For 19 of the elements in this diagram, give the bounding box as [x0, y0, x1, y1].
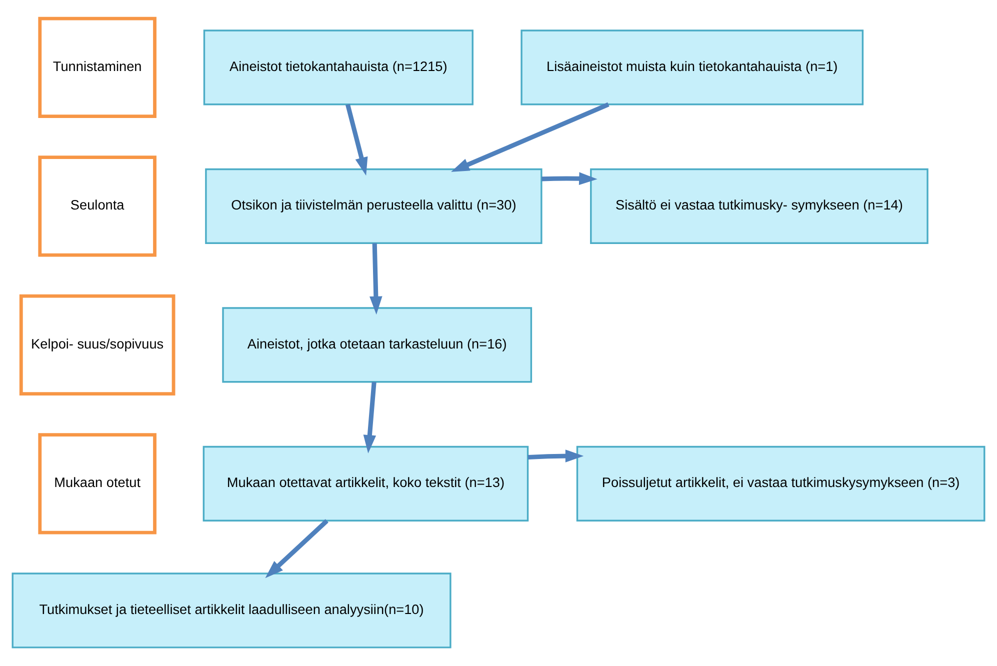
node-box: Kelpoi- suus/sopivuus — [19, 294, 176, 396]
node-box: Aineistot tietokantahauista (n=1215) — [203, 30, 474, 106]
node-box: Tunnistaminen — [38, 16, 156, 118]
arrow — [345, 104, 368, 176]
node-box: Seulonta — [38, 156, 156, 257]
node-box: Mukaan otetut — [38, 433, 156, 534]
arrow — [265, 519, 328, 578]
arrow — [542, 172, 598, 185]
arrow — [363, 382, 376, 454]
node-box: Mukaan otettavat artikkelit, koko tekstit (n=13) — [202, 446, 529, 522]
node-box: Lisäaineistot muista kuin tietokantahauista (n=1) — [520, 30, 864, 106]
node-box: Tutkimukset ja tieteelliset artikkelit laadulliseen analyysiin(n=10) — [12, 572, 452, 648]
node-box: Otsikon ja tiivistelmän perusteella valittu (n=30) — [205, 168, 542, 244]
node-box: Aineistot, jotka otetaan tarkasteluun (n=16) — [222, 307, 532, 383]
node-box: Sisältö ei vastaa tutkimusky- symykseen (n=14) — [590, 168, 928, 244]
node-box: Poissuljetut artikkelit, ei vastaa tutkimuskysymykseen (n=3) — [576, 446, 986, 522]
arrow — [451, 102, 610, 172]
arrow — [528, 450, 584, 462]
arrow — [370, 243, 382, 315]
